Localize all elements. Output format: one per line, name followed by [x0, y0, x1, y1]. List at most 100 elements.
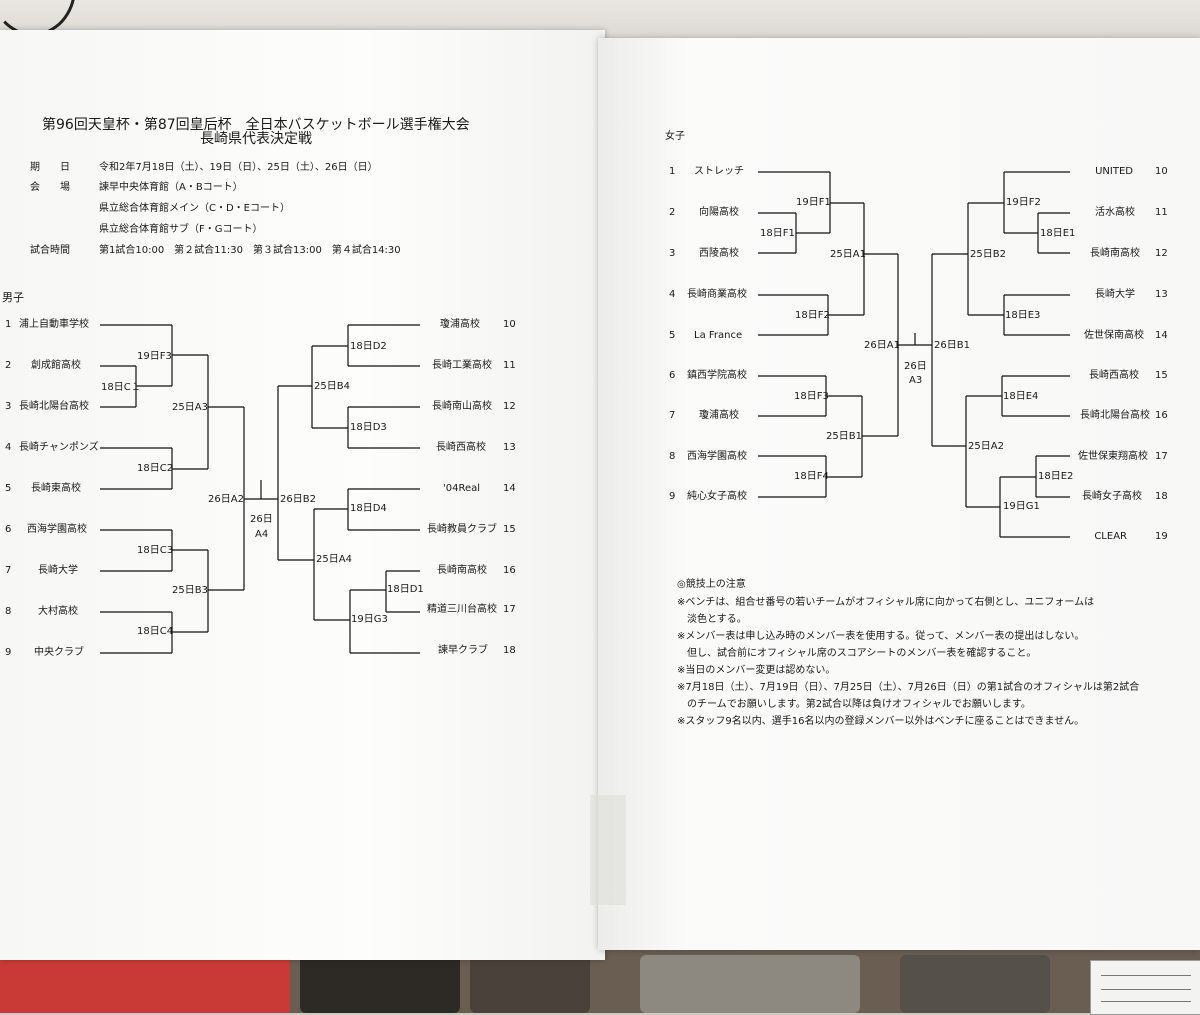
team-name: 長崎教員クラブ — [427, 524, 497, 535]
game-label: 18日F1 — [760, 228, 795, 239]
note-line: 但し、試合前にオフィシャル席のスコアシートのメンバー表を確認すること。 — [677, 648, 1037, 659]
game-label: 18日E2 — [1038, 471, 1074, 482]
team-number: 9 — [669, 491, 676, 502]
game-label: 18日D3 — [350, 422, 387, 433]
team-name: 鎮西学院高校 — [687, 370, 747, 381]
game-label: 19日F3 — [137, 351, 172, 362]
team-number: 18 — [503, 645, 516, 656]
team-name: 長崎南高校 — [437, 565, 487, 576]
team-number: 1 — [5, 319, 12, 330]
team-number: 3 — [669, 248, 676, 259]
team-name: 西陵高校 — [699, 248, 739, 259]
note-line: ※スタッフ9名以内、選手16名以内の登録メンバー以外はベンチに座ることはできませ… — [677, 716, 1085, 727]
team-name: 大村高校 — [38, 606, 78, 617]
team-number: 19 — [1155, 531, 1168, 542]
team-number: 7 — [669, 410, 676, 421]
team-number: 14 — [503, 483, 516, 494]
game-label: 19日G1 — [1003, 501, 1040, 512]
team-name: 長崎商業高校 — [687, 289, 747, 300]
team-name: 向陽高校 — [699, 207, 739, 218]
team-number: 4 — [5, 442, 12, 453]
team-number: 18 — [1155, 491, 1168, 502]
game-label: 26日B2 — [280, 494, 316, 505]
final-day: 26日 — [250, 514, 273, 525]
team-number: 7 — [5, 565, 12, 576]
note-line: のチームでお願いします。第2試合以降は負けオフィシャルでお願いします。 — [677, 699, 1031, 710]
game-label: 18日C4 — [137, 626, 174, 637]
game-label: 25日A3 — [172, 402, 208, 413]
final-code: A4 — [255, 529, 269, 540]
team-number: 17 — [503, 604, 516, 615]
game-label: 18日E3 — [1005, 310, 1041, 321]
red-cloth — [0, 955, 290, 1013]
team-name: 長崎西高校 — [436, 442, 486, 453]
team-number: 13 — [1155, 289, 1168, 300]
game-label: 18日F4 — [794, 471, 829, 482]
team-name: 長崎東高校 — [31, 483, 81, 494]
game-label: 19日F1 — [796, 197, 831, 208]
notes-heading: ◎競技上の注意 — [677, 579, 746, 590]
game-label: 18日F2 — [795, 310, 830, 321]
team-name: CLEAR — [1094, 531, 1127, 542]
venue-2: 県立総合体育館メイン（C・D・Eコート） — [99, 203, 291, 214]
game-label: 19日G3 — [351, 614, 388, 625]
team-name: 長崎北陽台高校 — [1080, 410, 1150, 421]
title-line-2: 長崎県代表決定戦 — [200, 131, 312, 147]
shoe — [470, 955, 590, 1013]
time-value: 第1試合10:00 第２試合11:30 第３試合13:00 第４試合14:30 — [99, 245, 401, 256]
date-value: 令和2年7月18日（土）、19日（日）、25日（土）、26日（日） — [99, 162, 378, 173]
team-number: 11 — [503, 360, 516, 371]
final-day: 26日 — [904, 361, 927, 372]
team-name: 佐世保東翔高校 — [1078, 451, 1148, 462]
team-number: 11 — [1155, 207, 1168, 218]
team-name: 長崎女子高校 — [1082, 491, 1142, 502]
game-label: 18日E4 — [1003, 391, 1039, 402]
game-label: 25日B2 — [970, 249, 1006, 260]
game-label: 26日A1 — [864, 340, 900, 351]
team-number: 12 — [1155, 248, 1168, 259]
note-line: 淡色とする。 — [677, 614, 747, 625]
team-number: 16 — [503, 565, 516, 576]
team-number: 5 — [669, 330, 676, 341]
game-label: 26日A2 — [208, 494, 244, 505]
team-name: 佐世保南高校 — [1084, 330, 1144, 341]
team-number: 8 — [669, 451, 676, 462]
team-number: 15 — [503, 524, 516, 535]
game-label: 18日D4 — [350, 503, 387, 514]
corner-card — [1090, 960, 1200, 1015]
game-label: 18日C１ — [101, 382, 141, 393]
game-label: 25日A4 — [316, 554, 352, 565]
team-number: 6 — [5, 524, 12, 535]
team-number: 15 — [1155, 370, 1168, 381]
team-number: 14 — [1155, 330, 1168, 341]
team-number: 10 — [503, 319, 516, 330]
team-name: 諫早クラブ — [438, 645, 488, 656]
game-label: 18日E1 — [1040, 228, 1076, 239]
venue-1: 諫早中央体育館（A・Bコート） — [99, 182, 243, 193]
team-name: 浦上自動車学校 — [19, 319, 89, 330]
game-label: 26日B1 — [934, 340, 970, 351]
team-number: 17 — [1155, 451, 1168, 462]
team-name: 瓊浦高校 — [440, 319, 480, 330]
team-number: 12 — [503, 401, 516, 412]
team-name: 西海学園高校 — [27, 524, 87, 535]
note-line: ※7月18日（土）、7月19日（日）、7月25日（土）、7月26日（日）の第1試… — [677, 682, 1140, 693]
game-label: 18日C3 — [137, 545, 174, 556]
shoe — [640, 955, 860, 1013]
team-name: 長崎南高校 — [1090, 248, 1140, 259]
game-label: 25日A1 — [830, 249, 866, 260]
team-name: ストレッチ — [694, 166, 744, 177]
team-name: 創成館高校 — [31, 360, 81, 371]
title-line-1: 第96回天皇杯・第87回皇后杯 全日本バスケットボール選手権大会 — [42, 117, 470, 133]
game-label: 18日D1 — [387, 584, 424, 595]
team-number: 16 — [1155, 410, 1168, 421]
team-number: 3 — [5, 401, 12, 412]
team-name: 長崎大学 — [38, 565, 78, 576]
team-number: 5 — [5, 483, 12, 494]
note-line: ※当日のメンバー変更は認めない。 — [677, 665, 836, 676]
team-name: 西海学園高校 — [687, 451, 747, 462]
shoe — [300, 955, 460, 1013]
time-label: 試合時間 — [30, 245, 70, 256]
left-sheet — [0, 30, 605, 960]
